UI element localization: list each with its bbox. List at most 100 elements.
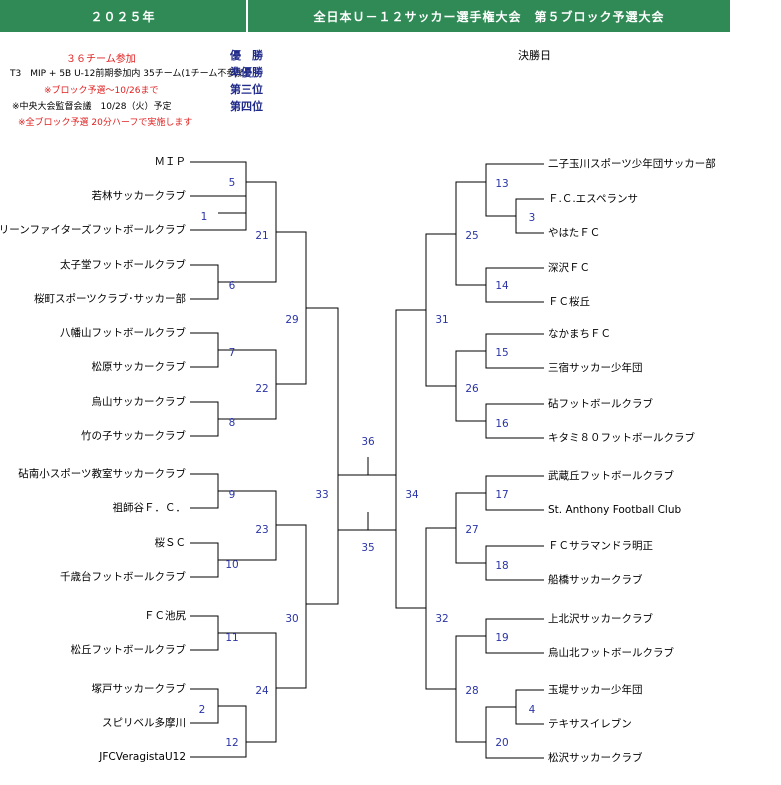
- bracket-line-m32: [425, 527, 456, 690]
- match-number-27: 27: [465, 524, 479, 536]
- team-right-11: St. Anthony Football Club: [548, 504, 682, 516]
- match-number-16: 16: [495, 418, 509, 430]
- match-number-2: 2: [198, 704, 206, 716]
- team-right-1: 二子玉川スポーツ少年団サッカー部: [548, 158, 716, 170]
- team-right-15: 烏山北フットボールクラブ: [548, 647, 674, 659]
- match-number-23: 23: [255, 524, 269, 536]
- match-number-14: 14: [495, 280, 509, 292]
- match-number-34: 34: [405, 489, 419, 501]
- team-left-4: 太子堂フットボールクラブ: [60, 259, 186, 271]
- team-left-10: 砧南小スポーツ教室サッカークラブ: [18, 468, 186, 480]
- team-left-9: 竹の子サッカークラブ: [81, 430, 186, 442]
- bracket-line-m29: [276, 231, 307, 385]
- team-right-3: やはたＦＣ: [548, 227, 601, 239]
- rank-third: 第三位: [230, 83, 263, 96]
- bracket-line-m30: [276, 524, 307, 689]
- team-left-15: 松丘フットボールクラブ: [70, 644, 187, 656]
- team-right-18: 松沢サッカークラブ: [548, 752, 643, 764]
- info-note-2: ※ブロック予選～10/26まで: [44, 86, 159, 96]
- team-left-12: 桜ＳＣ: [154, 537, 187, 549]
- match-number-32: 32: [435, 613, 449, 625]
- match-number-9: 9: [228, 489, 236, 501]
- bracket-line-m9: [190, 473, 219, 509]
- match-number-11: 11: [225, 632, 239, 644]
- team-left-18: JFCVeragistaU12: [99, 751, 186, 763]
- match-number-29: 29: [285, 314, 299, 326]
- match-number-18: 18: [495, 560, 509, 572]
- bracket-line-m34: [395, 309, 426, 609]
- team-left-6: 八幡山フットボールクラブ: [60, 327, 186, 339]
- bracket-line-m31: [425, 233, 456, 387]
- match-number-26: 26: [465, 383, 479, 395]
- match-number-17: 17: [495, 489, 509, 501]
- match-number-22: 22: [255, 383, 269, 395]
- team-right-7: 三宿サッカー少年団: [548, 362, 643, 374]
- team-left-14: ＦＣ池尻: [144, 610, 186, 622]
- info-note-1: T3 MIP + 5B U-12前期参加内 35チーム(1チーム不参加): [10, 69, 248, 79]
- bracket-line-m8: [190, 401, 219, 437]
- match-number-21: 21: [255, 230, 269, 242]
- bracket-line-m7: [190, 332, 219, 368]
- match-number-33: 33: [315, 489, 329, 501]
- match-number-19: 19: [495, 632, 509, 644]
- team-left-2: 若林サッカークラブ: [91, 190, 187, 202]
- match-number-8: 8: [228, 417, 236, 429]
- team-right-8: 砧フットボールクラブ: [548, 398, 653, 410]
- final-day-label: 決勝日: [518, 49, 551, 62]
- team-left-13: 千歳台フットボールクラブ: [60, 571, 186, 583]
- bracket-line-m33: [306, 307, 339, 605]
- rank-first: 優 勝: [230, 49, 263, 62]
- team-right-4: 深沢ＦＣ: [548, 262, 590, 274]
- team-right-17: テキサスイレブン: [548, 718, 632, 730]
- match-number-31: 31: [435, 314, 449, 326]
- team-left-11: 祖師谷Ｆ．Ｃ．: [112, 502, 187, 514]
- match-number-6: 6: [228, 280, 236, 292]
- team-left-8: 烏山サッカークラブ: [91, 396, 187, 408]
- team-right-6: なかまちＦＣ: [548, 328, 611, 340]
- team-left-1: ＭＩＰ: [154, 156, 187, 168]
- team-right-10: 武蔵丘フットボールクラブ: [548, 470, 674, 482]
- match-number-7: 7: [228, 347, 236, 359]
- match-number-10: 10: [225, 559, 239, 571]
- team-right-13: 船橋サッカークラブ: [548, 574, 643, 586]
- match-number-13: 13: [495, 178, 509, 190]
- bracket-line-m11: [190, 615, 219, 651]
- team-right-2: Ｆ.Ｃ.エスペランサ: [548, 193, 638, 205]
- match-number-20: 20: [495, 737, 509, 749]
- match-number-3: 3: [528, 212, 536, 224]
- match-number-24: 24: [255, 685, 269, 697]
- match-number-28: 28: [465, 685, 479, 697]
- team-right-14: 上北沢サッカークラブ: [548, 613, 653, 625]
- match-number-12: 12: [225, 737, 239, 749]
- match-number-25: 25: [465, 230, 479, 242]
- header-year: ２０２５年: [0, 0, 246, 32]
- bracket-line-m20: [485, 706, 544, 759]
- match-number-4: 4: [528, 704, 536, 716]
- info-note-3: ※中央大会監督会議 10/28（火）予定: [12, 102, 172, 112]
- bracket-line-m13: [485, 163, 544, 217]
- info-team-count: ３６チーム参加: [66, 54, 136, 65]
- team-left-17: スピリベル多摩川: [102, 717, 186, 729]
- header-title: 全日本Ｕ－１２サッカー選手権大会 第５ブロック予選大会: [248, 0, 730, 32]
- rank-fourth: 第四位: [230, 100, 263, 113]
- bracket-line-m12: [190, 705, 247, 758]
- rank-second: 準優勝: [230, 66, 263, 79]
- team-right-16: 玉堤サッカー少年団: [548, 684, 643, 696]
- match-number-15: 15: [495, 347, 509, 359]
- team-left-3: グリーンファイターズフットボールクラブ: [0, 224, 186, 236]
- info-note-4: ※全ブロック予選 20分ハーフで実施します: [18, 118, 193, 128]
- match-number-35: 35: [361, 542, 375, 554]
- bracket-line-m6: [190, 264, 219, 300]
- match-number-36: 36: [361, 436, 375, 448]
- bracket-line-m5: [190, 161, 247, 214]
- team-right-5: ＦＣ桜丘: [548, 296, 590, 308]
- team-left-5: 桜町スポーツクラブ･サッカー部: [33, 293, 186, 305]
- match-number-5: 5: [228, 177, 236, 189]
- team-right-9: キタミ８０フットボールクラブ: [548, 432, 695, 444]
- match-number-30: 30: [285, 613, 299, 625]
- team-right-12: ＦＣサラマンドラ明正: [548, 540, 653, 552]
- team-left-7: 松原サッカークラブ: [91, 361, 187, 373]
- match-number-1: 1: [200, 211, 208, 223]
- bracket-line-m10: [190, 542, 219, 578]
